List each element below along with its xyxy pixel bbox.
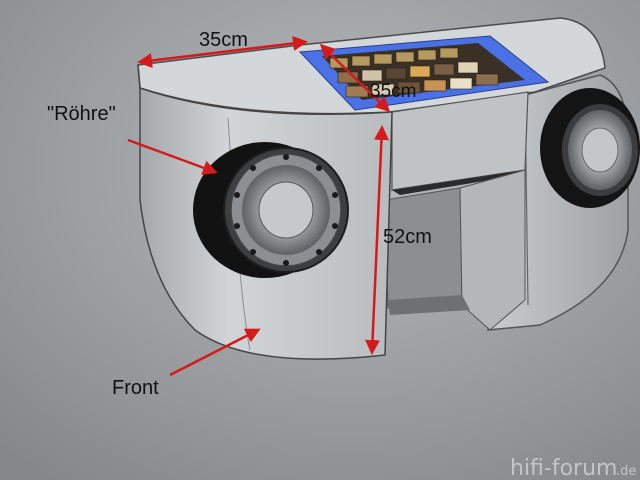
center-block — [384, 91, 529, 331]
depth-label: 35cm — [370, 81, 416, 102]
speaker-screws — [234, 154, 338, 266]
watermark: hifi-forum .de — [510, 456, 636, 480]
watermark-suffix: .de — [616, 464, 636, 479]
dimension-arrows — [127, 35, 391, 377]
watermark-text: hifi-forum — [510, 456, 617, 480]
left-drum — [139, 86, 393, 360]
height-arrow — [365, 125, 389, 355]
width-arrow — [137, 35, 308, 69]
depth-arrow — [319, 43, 391, 113]
front-label: Front — [112, 377, 159, 399]
width-label: 35cm — [199, 29, 248, 51]
front-pointer — [169, 328, 261, 377]
tube-label: "Röhre" — [47, 103, 116, 125]
tube-pointer — [127, 138, 218, 175]
height-label: 52cm — [383, 226, 432, 248]
